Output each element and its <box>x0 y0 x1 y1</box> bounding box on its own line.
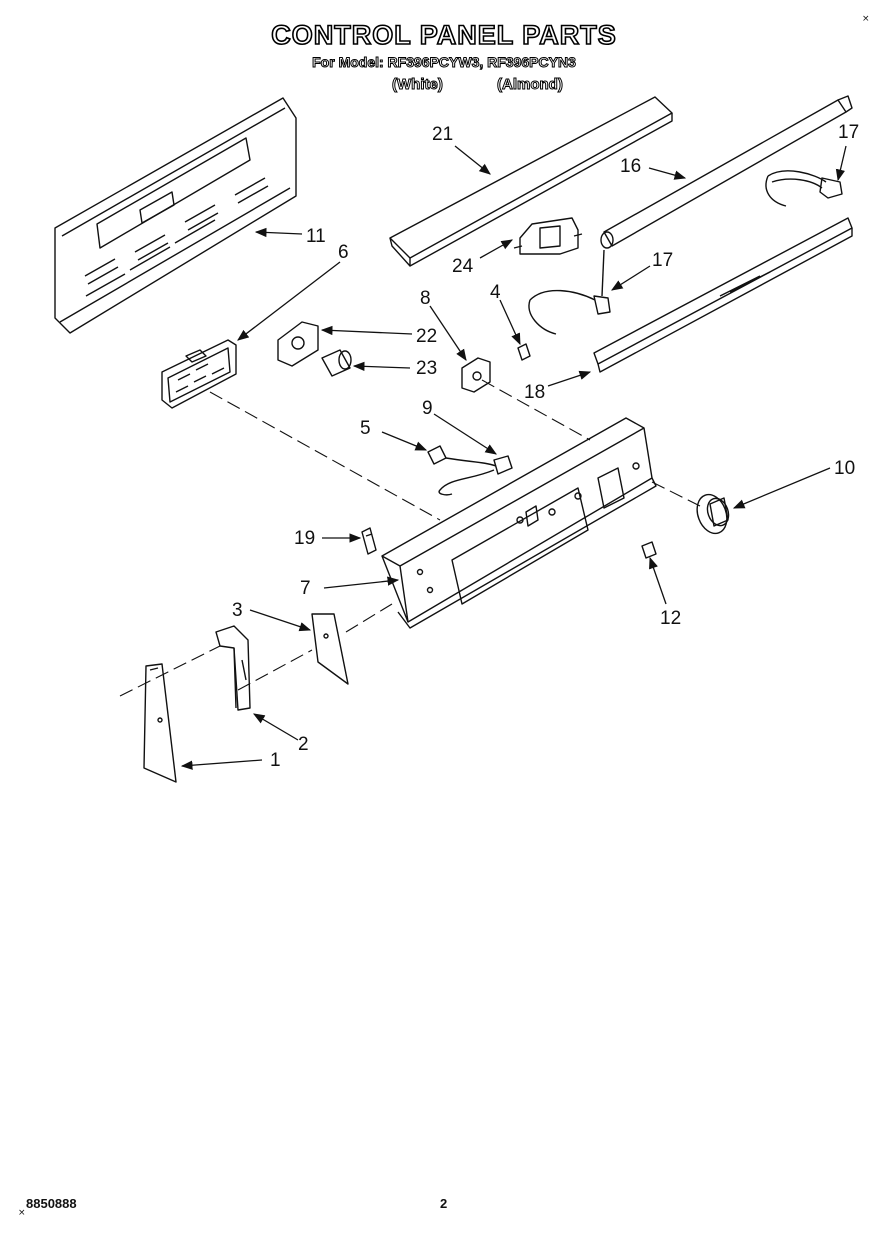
footer-code: 8850888 <box>26 1196 77 1211</box>
variant-labels: (White) (Almond) <box>0 76 888 98</box>
starter-wire-part-17a <box>765 170 843 207</box>
callout-7: 7 <box>300 578 311 599</box>
knob-part-10 <box>696 493 730 535</box>
side-plate-part-3 <box>311 613 349 685</box>
callout-6: 6 <box>338 242 349 263</box>
terminal-part-4 <box>517 343 531 361</box>
callout-2: 2 <box>298 734 309 755</box>
callout-17-mid: 17 <box>652 250 673 271</box>
end-bracket-part-2 <box>215 625 251 711</box>
callout-11: 11 <box>306 226 326 247</box>
callout-5: 5 <box>360 418 371 439</box>
alignment-lines <box>119 379 701 697</box>
control-panel-part-7 <box>381 417 657 629</box>
callout-1: 1 <box>270 750 281 771</box>
page-number: 2 <box>440 1196 448 1211</box>
callout-24: 24 <box>452 256 474 277</box>
callout-12: 12 <box>660 608 681 629</box>
callout-4: 4 <box>490 282 501 303</box>
model-line: For Model: RF396PCYW3, RF396PCYN3 <box>312 54 577 71</box>
leader-arrows <box>180 145 847 770</box>
callout-labels: 21 16 17 11 6 24 17 8 4 22 23 18 9 5 10 … <box>232 122 859 771</box>
variant-almond-label: (Almond) <box>497 76 564 94</box>
switch-part-8 <box>461 357 491 393</box>
bracket-part-21 <box>277 321 319 367</box>
control-board-part-6 <box>161 339 237 409</box>
wire-harness-part-9 <box>438 455 513 496</box>
cylinder-part-22 <box>321 349 352 377</box>
trim-strip-part-19 <box>389 96 673 267</box>
callout-19: 21 <box>432 124 453 145</box>
fluorescent-tube-part-16 <box>600 95 853 249</box>
starter-wire-part-17b <box>528 249 611 335</box>
end-trim-part-1 <box>143 663 177 783</box>
back-panel-part-11 <box>54 97 297 334</box>
clip-part-23 <box>361 527 377 555</box>
callout-10: 10 <box>834 458 855 479</box>
callout-18: 18 <box>524 382 545 403</box>
connector-part-5 <box>427 445 447 465</box>
callout-21: 22 <box>416 326 437 347</box>
callout-17-top: 17 <box>838 122 859 143</box>
ballast-part-24 <box>513 217 583 255</box>
callout-22: 23 <box>416 358 437 379</box>
variant-white-label: (White) <box>392 76 444 94</box>
callout-16: 16 <box>620 156 641 177</box>
callout-8: 8 <box>420 288 431 309</box>
callout-23: 19 <box>294 528 315 549</box>
page-title: CONTROL PANEL PARTS <box>270 19 617 51</box>
lamp-channel-part-18 <box>593 217 853 373</box>
plug-part-12 <box>641 541 657 559</box>
callout-3: 3 <box>232 600 243 621</box>
callout-9: 9 <box>422 398 433 419</box>
footer-mark: × <box>18 1208 26 1218</box>
corner-mark: × <box>862 14 870 24</box>
